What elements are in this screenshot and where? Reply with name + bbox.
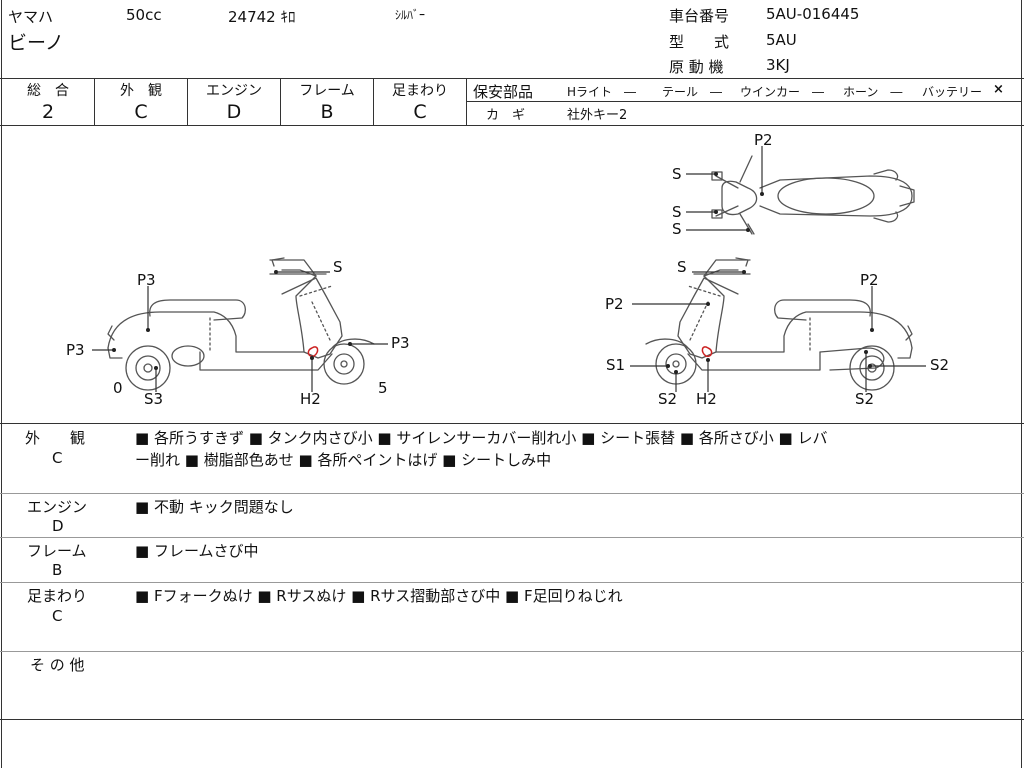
- overall-label: 総 合: [27, 83, 69, 99]
- model-name: ビーノ: [8, 32, 64, 54]
- remarks-other-label: そ の 他: [30, 656, 85, 674]
- label-left-h2: H2: [300, 390, 321, 408]
- scooter-left-view: [107, 257, 375, 391]
- engine-grade: D: [226, 101, 242, 123]
- divider-other: [0, 719, 1024, 720]
- safety-label: 保安部品: [473, 83, 534, 101]
- damage-mark-right: [701, 346, 713, 358]
- label-right-s2-bottom-left: S2: [658, 390, 677, 408]
- label-left-p3-top: P3: [137, 271, 156, 289]
- label-right-s1: S1: [606, 356, 625, 374]
- suspension-grade-label: 足まわり: [392, 83, 448, 99]
- engine-value: 3KJ: [766, 56, 790, 74]
- label-right-p2-left: P2: [605, 295, 624, 313]
- maker: ヤマハ: [8, 8, 54, 26]
- suspension-grade: C: [413, 101, 427, 123]
- mileage: 24742 ｷﾛ: [228, 8, 296, 26]
- remarks-frame-grade: B: [52, 561, 63, 579]
- label-right-p2-right: P2: [860, 271, 879, 289]
- exterior-grade-label: 外 観: [120, 83, 162, 99]
- frame-left-border: [1, 0, 2, 768]
- label-left-p3-left: P3: [66, 341, 85, 359]
- grade-sep-5: [466, 78, 467, 125]
- label-right-h2: H2: [696, 390, 717, 408]
- battery-mark-icon: ×: [993, 82, 1004, 97]
- remarks-frame-text: ■ フレームさび中: [135, 542, 259, 560]
- type-label: 型 式: [669, 33, 730, 51]
- label-top-s3: S: [672, 220, 682, 238]
- label-left-p3-right: P3: [391, 334, 410, 352]
- label-top-s1: S: [672, 165, 682, 183]
- divider-engine: [0, 537, 1024, 538]
- label-left-zero: 0: [113, 379, 123, 397]
- grade-sep-4: [373, 78, 374, 125]
- remarks-frame-label: フレーム: [27, 542, 87, 560]
- frame-no: 5AU-016445: [766, 5, 860, 23]
- color: ｼﾙﾊﾞｰ: [395, 8, 426, 22]
- divider-exterior: [0, 493, 1024, 494]
- engine-grade-label: エンジン: [206, 83, 262, 99]
- engine-label: 原 動 機: [669, 58, 724, 76]
- grade-sep-1: [94, 78, 95, 125]
- remarks-engine-grade: D: [52, 517, 64, 535]
- frame-right-border: [1021, 0, 1022, 768]
- safety-winker: ウインカー ―: [740, 85, 825, 99]
- remarks-suspension-text: ■ Fフォークぬけ ■ Rサスぬけ ■ Rサス摺動部さび中 ■ F足回りねじれ: [135, 587, 623, 605]
- displacement: 50cc: [126, 6, 162, 24]
- frame-grade: B: [320, 101, 334, 123]
- type-value: 5AU: [766, 31, 797, 49]
- safety-tail: テール ―: [662, 85, 723, 99]
- label-top-p2: P2: [754, 131, 773, 149]
- grade-sep-2: [187, 78, 188, 125]
- key-value: 社外キー2: [567, 108, 628, 123]
- exterior-grade: C: [134, 101, 148, 123]
- divider-suspension: [0, 651, 1024, 652]
- remarks-exterior-grade: C: [52, 449, 63, 467]
- safety-horn: ホーン ―: [843, 85, 903, 99]
- remarks-exterior-line1: ■ 各所うすきず ■ タンク内さび小 ■ サイレンサーカバー削れ小 ■ シート張…: [135, 429, 828, 447]
- damage-mark-left: [307, 346, 319, 358]
- divider-safety: [466, 101, 1022, 102]
- damage-diagram: S P3 P3 P3 0 S3 H2 5 P2 S S S S P2 P2 S1…: [66, 131, 949, 408]
- label-right-s2-bottom-right: S2: [855, 390, 874, 408]
- remarks-exterior-label: 外 観: [25, 429, 86, 447]
- divider-frame: [0, 582, 1024, 583]
- overall-grade: 2: [41, 101, 55, 123]
- remarks-engine-text: ■ 不動 キック問題なし: [135, 498, 294, 516]
- label-left-five: 5: [378, 379, 388, 397]
- label-left-s: S: [333, 258, 343, 276]
- frame-grade-label: フレーム: [299, 83, 355, 99]
- divider-header: [0, 78, 1024, 79]
- remarks-suspension-grade: C: [52, 607, 63, 625]
- safety-battery: バッテリー: [922, 85, 983, 99]
- remarks-suspension-label: 足まわり: [27, 587, 88, 605]
- divider-grades: [0, 125, 1024, 126]
- scooter-top-view: [711, 155, 915, 235]
- label-right-s: S: [677, 258, 687, 276]
- grade-sep-3: [280, 78, 281, 125]
- label-top-s2: S: [672, 203, 682, 221]
- key-label: カ ギ: [486, 108, 526, 123]
- remarks-engine-label: エンジン: [27, 498, 88, 516]
- label-left-s3: S3: [144, 390, 163, 408]
- label-right-s2-right: S2: [930, 356, 949, 374]
- safety-headlight: Hライト ―: [567, 85, 637, 99]
- divider-diagram: [0, 423, 1024, 424]
- remarks-exterior-line2: ー削れ ■ 樹脂部色あせ ■ 各所ペイントはげ ■ シートしみ中: [135, 451, 552, 469]
- frame-no-label: 車台番号: [669, 7, 730, 25]
